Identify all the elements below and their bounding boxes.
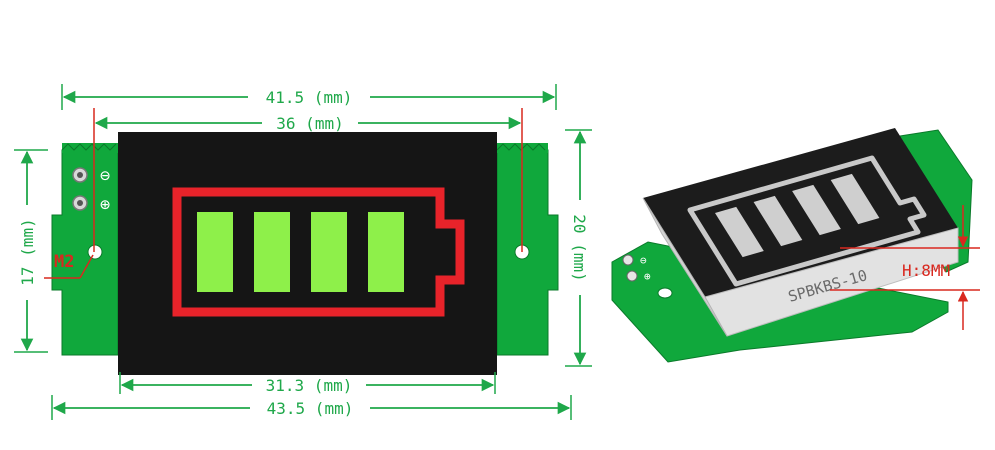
front-battery-bar [197,212,233,292]
side-mount-hole [657,287,673,299]
front-pcb-board [51,143,559,356]
front-minus-symbol: ⊖ [100,166,110,186]
side-display-left-face [642,197,728,337]
front-dimension-lines [14,84,592,420]
dim-height-left: 17 (mm) [18,218,37,285]
front-battery-outline [172,187,465,317]
dim-display-width: 36 (mm) [276,114,343,133]
side-height-label: H:8MM [902,261,950,280]
front-battery-bars [197,212,404,292]
side-battery-bar [753,195,803,247]
side-battery-bars [715,173,880,258]
dim-overall-width: 41.5 (mm) [266,88,353,107]
front-battery-bar [311,212,347,292]
side-view: ⊖ ⊕ SPBKBS-10 H:8MM [611,128,980,363]
side-pin-minus [622,254,634,266]
front-plus-symbol: ⊕ [100,195,110,215]
side-battery-outline [687,155,927,287]
front-hole-label: M2 [54,252,74,272]
side-battery-bar [792,184,841,236]
side-plus-symbol: ⊕ [644,270,651,283]
front-view: ⊖ ⊕ M2 [14,84,592,420]
front-mount-hole-left [87,244,103,260]
dim-display-bottom-width: 31.3 (mm) [266,376,353,395]
side-battery-bar [830,173,880,225]
side-battery-bar [715,206,764,258]
dim-height-right: 20 (mm) [570,214,589,281]
front-battery-bar [368,212,404,292]
front-battery-bar [254,212,290,292]
dim-board-width: 43.5 (mm) [267,399,354,418]
side-minus-symbol: ⊖ [640,254,647,267]
side-pin-plus [626,270,638,282]
